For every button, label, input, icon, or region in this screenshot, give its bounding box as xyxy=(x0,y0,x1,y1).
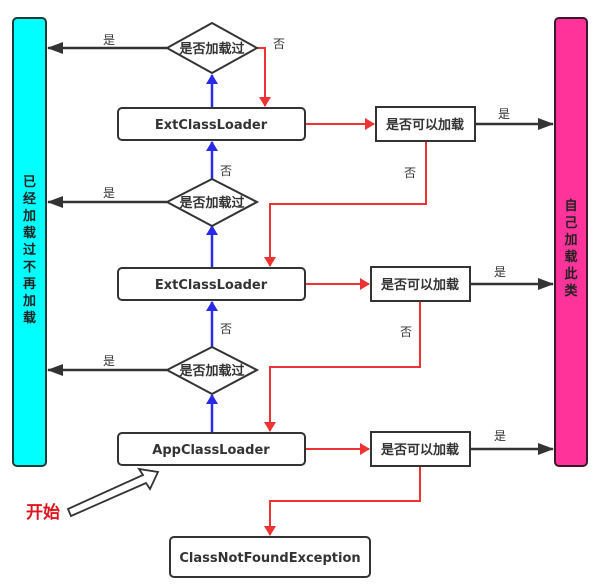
yes-label-loaded-2: 是 xyxy=(103,186,115,200)
bar-label-char: 此 xyxy=(564,266,577,282)
can-load-2-label: 是否可以加载 xyxy=(380,277,459,293)
bar-label-char: 过 xyxy=(23,242,36,258)
bar-label-char: 载 xyxy=(23,310,36,326)
bar-label-char: 已 xyxy=(23,175,36,190)
ext-class-loader-2-label: ExtClassLoader xyxy=(155,278,268,293)
yes-label-canload2: 是 xyxy=(494,265,506,279)
no-label-check2: 否 xyxy=(220,164,232,178)
can-load-3-label: 是否可以加载 xyxy=(380,442,459,458)
check-loaded-1-label: 是否加载过 xyxy=(178,41,244,57)
red-arrow-check1-no xyxy=(257,47,271,107)
ext-class-loader-1-label: ExtClassLoader xyxy=(155,118,268,133)
decision-can-load-2: 是否可以加载 xyxy=(370,266,471,302)
bar-label-char: 加 xyxy=(22,209,36,224)
ext-class-loader-2: ExtClassLoader xyxy=(117,267,306,301)
bar-label-char: 经 xyxy=(23,191,36,207)
app-class-loader: AppClassLoader xyxy=(117,432,306,466)
bar-label-char: 类 xyxy=(564,283,578,299)
yes-label-canload3: 是 xyxy=(494,429,506,443)
start-label: 开始 xyxy=(26,502,60,523)
red-arrow-canload3-no xyxy=(264,466,421,536)
bar-label-char: 自 xyxy=(564,198,577,214)
bar-label-char: 载 xyxy=(564,249,577,265)
no-label-check1: 否 xyxy=(273,37,285,51)
bar-label-char: 加 xyxy=(22,294,36,309)
yes-label-loaded-1: 是 xyxy=(103,33,115,47)
self-load-bar xyxy=(554,17,588,467)
red-arrow-canload2-no xyxy=(264,301,421,432)
red-arrow-canload1-no xyxy=(264,141,427,267)
no-label-check3: 否 xyxy=(220,322,232,336)
class-not-found-exception: ClassNotFoundException xyxy=(169,536,371,578)
bar-label-char: 再 xyxy=(23,277,36,292)
yes-label-loaded-3: 是 xyxy=(103,354,115,368)
no-label-canload2: 否 xyxy=(400,325,412,339)
start-arrow-icon xyxy=(66,467,160,518)
check-loaded-3-label: 是否加载过 xyxy=(178,363,244,379)
bar-label-char: 加 xyxy=(563,233,577,248)
bar-label-char: 载 xyxy=(23,225,36,241)
can-load-1-label: 是否可以加载 xyxy=(385,117,464,133)
class-not-found-exception-label: ClassNotFoundException xyxy=(179,551,360,566)
bar-label-char: 己 xyxy=(564,216,577,231)
check-loaded-2-label: 是否加载过 xyxy=(178,195,244,211)
ext-class-loader-1: ExtClassLoader xyxy=(117,107,306,141)
app-class-loader-label: AppClassLoader xyxy=(152,443,270,458)
bar-label-char: 不 xyxy=(23,260,36,275)
already-loaded-bar xyxy=(12,17,47,467)
decision-check-loaded-2: 是否加载过 xyxy=(164,177,260,228)
decision-check-loaded-3: 是否加载过 xyxy=(164,345,260,396)
decision-check-loaded-1: 是否加载过 xyxy=(164,21,260,75)
decision-can-load-1: 是否可以加载 xyxy=(375,106,476,142)
decision-can-load-3: 是否可以加载 xyxy=(370,431,471,467)
no-label-canload1: 否 xyxy=(404,166,416,180)
yes-label-canload1: 是 xyxy=(498,107,510,121)
